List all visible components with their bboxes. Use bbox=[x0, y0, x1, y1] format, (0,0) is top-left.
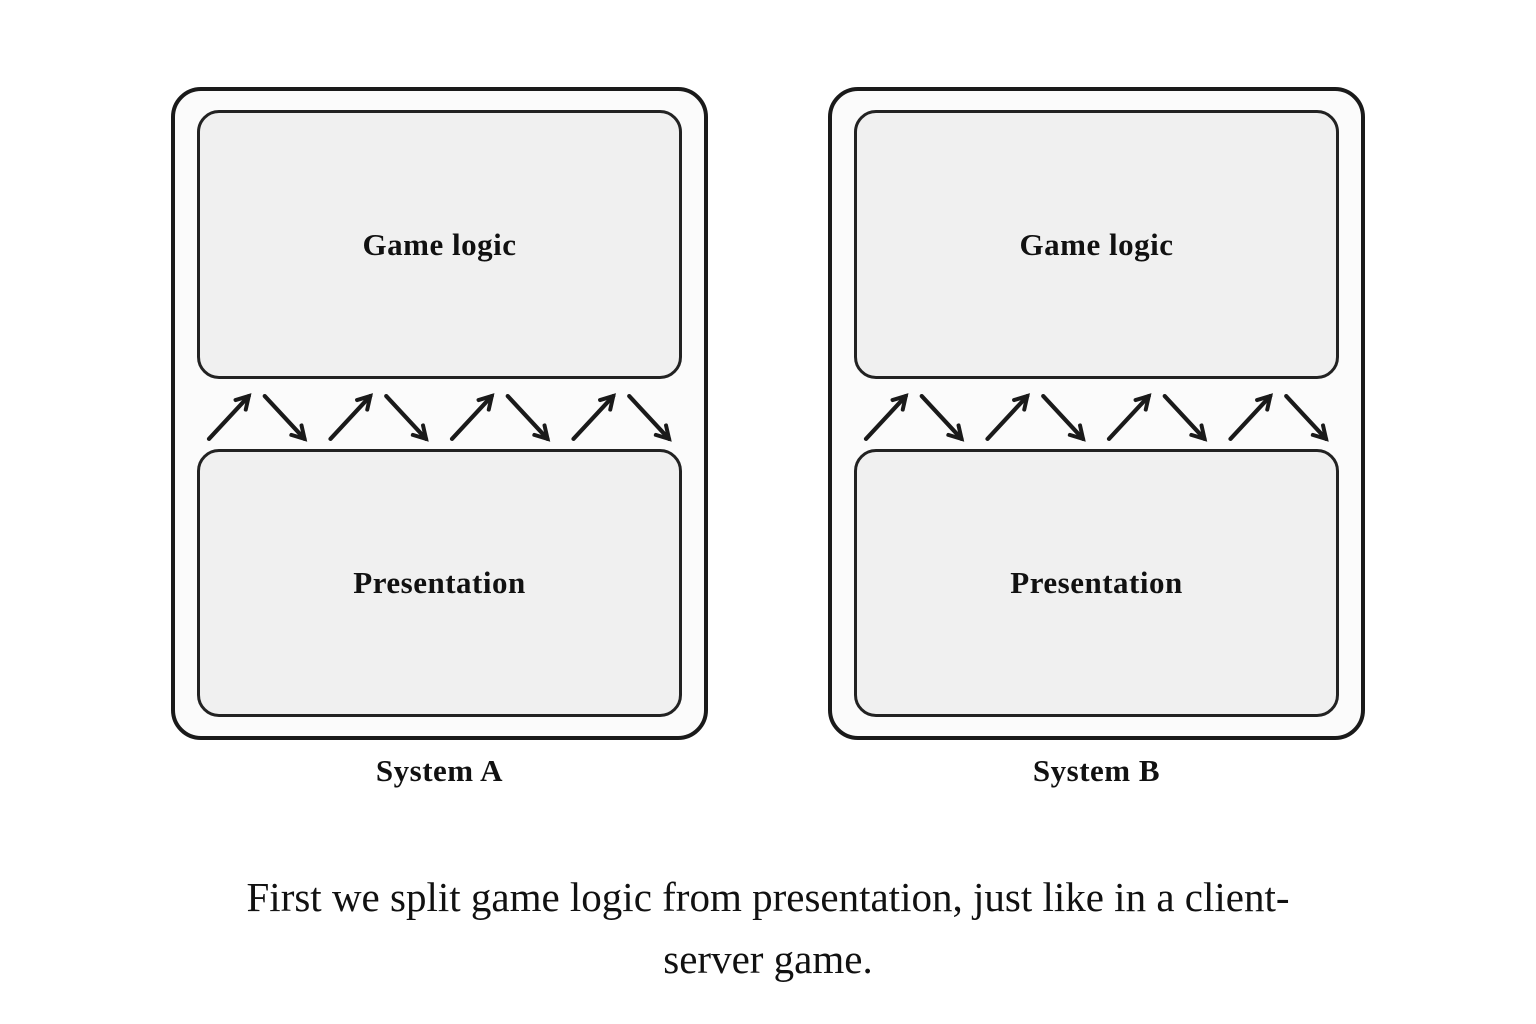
system-b-caption: System B bbox=[1032, 753, 1161, 788]
system-b-container: Game logic bbox=[828, 87, 1365, 740]
system-a-figure: Game logic bbox=[171, 87, 708, 789]
systems-row: Game logic bbox=[0, 87, 1536, 789]
system-a-container: Game logic bbox=[171, 87, 708, 740]
system-b-game-logic-box: Game logic bbox=[854, 110, 1339, 379]
system-a-arrow-band bbox=[197, 379, 682, 449]
system-b-arrow-band bbox=[854, 379, 1339, 449]
zigzag-bidirectional-arrows-icon bbox=[863, 393, 1329, 442]
zigzag-bidirectional-arrows-icon bbox=[206, 393, 672, 442]
figure-caption: First we split game logic from presentat… bbox=[0, 866, 1536, 990]
system-a-game-logic-box: Game logic bbox=[197, 110, 682, 379]
caption-line-2: server game. bbox=[663, 936, 873, 982]
system-a-presentation-box: Presentation bbox=[197, 449, 682, 717]
game-logic-label: Game logic bbox=[1019, 226, 1174, 262]
system-a-caption: System A bbox=[375, 753, 504, 788]
presentation-label: Presentation bbox=[1010, 565, 1183, 600]
game-logic-label: Game logic bbox=[362, 226, 517, 262]
presentation-label: Presentation bbox=[353, 565, 526, 600]
system-b-figure: Game logic bbox=[828, 87, 1365, 789]
system-b-presentation-box: Presentation bbox=[854, 449, 1339, 717]
caption-line-1: First we split game logic from presentat… bbox=[246, 874, 1290, 920]
